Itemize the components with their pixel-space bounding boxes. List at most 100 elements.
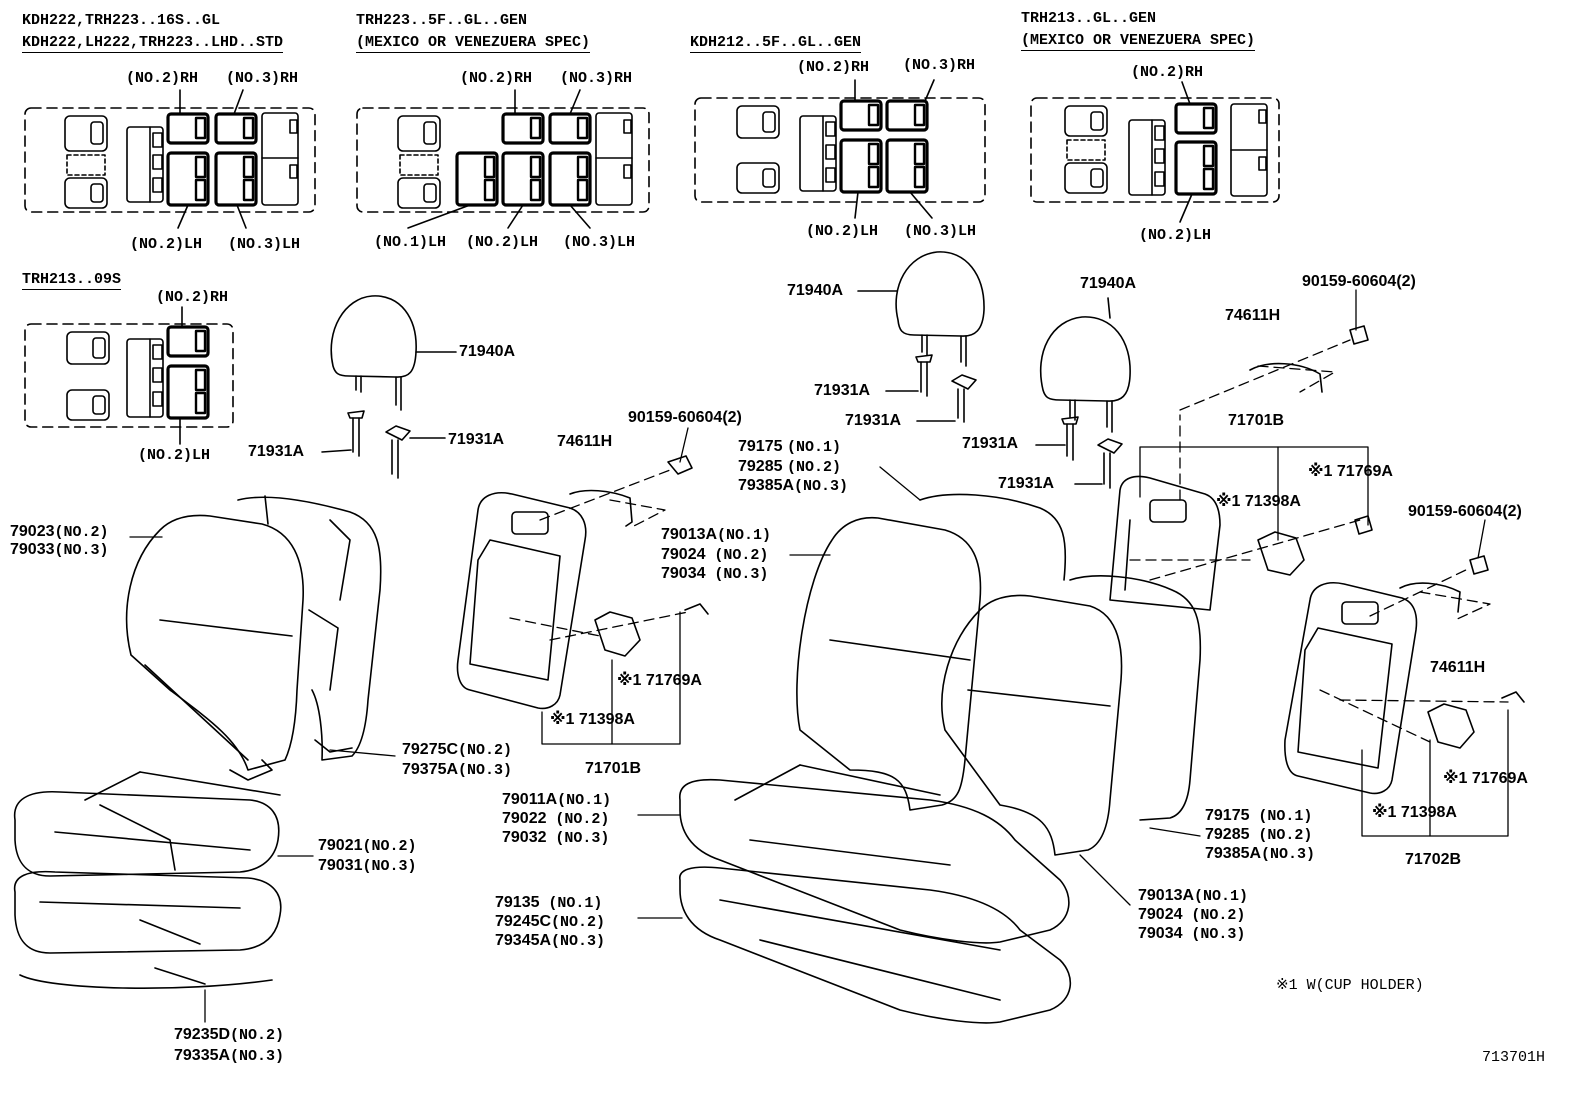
part-79385a-upper: 79385A(NO.3) — [738, 477, 848, 496]
left-seat-cushion — [15, 772, 281, 988]
header-trh223-5f: TRH223..5F..GL..GEN — [356, 12, 528, 29]
part-90159-60604-2: 90159-60604(2) — [1302, 273, 1416, 290]
part-79385a-lower-number: 79385A — [1205, 845, 1262, 862]
center-seatback — [797, 494, 1065, 810]
label-a-no3-lh: (NO.3)LH — [228, 236, 301, 253]
part-79175-upper-suffix: (NO.1) — [786, 439, 841, 456]
part-79034-upper-number: 79034 — [661, 565, 706, 582]
part-79375a: 79375A(NO.3) — [402, 761, 512, 780]
center-seat-cushion — [680, 765, 1071, 1023]
part-71940a-left: 71940A — [459, 343, 516, 360]
part-79175-lower: 79175 (NO.1) — [1205, 807, 1312, 826]
part-79345a-number: 79345A — [495, 932, 552, 949]
part-71701b-1: 71701B — [585, 760, 642, 777]
part-79135-suffix: (NO.1) — [548, 895, 603, 912]
part-79245c: 79245C(NO.2) — [495, 913, 605, 932]
seat-layout-b — [357, 90, 649, 228]
label-b-no2-rh: (NO.2)RH — [460, 70, 533, 87]
header-kdh212-5f: KDH212..5F..GL..GEN — [690, 34, 862, 53]
header-kdh222-lhd: KDH222,LH222,TRH223..LHD..STD — [22, 34, 284, 53]
clips-and-bolts — [668, 326, 1488, 574]
headrest-supports — [322, 355, 1122, 488]
headrest-center — [858, 252, 984, 366]
left-seatback — [127, 496, 381, 780]
part-90159-60604-1: 90159-60604(2) — [628, 409, 742, 426]
part-79135: 79135 (NO.1) — [495, 894, 602, 913]
part-79285-lower: 79285 (NO.2) — [1205, 826, 1312, 845]
part-79385a-upper-suffix: (NO.3) — [794, 478, 849, 495]
label-c-no2-lh: (NO.2)LH — [806, 223, 879, 240]
part-79021-suffix: (NO.2) — [362, 838, 417, 855]
part-79285-upper-number: 79285 — [738, 458, 783, 475]
part-79021: 79021(NO.2) — [318, 837, 417, 856]
part-79024-upper-suffix: (NO.2) — [714, 547, 769, 564]
part-79034-lower-number: 79034 — [1138, 925, 1183, 942]
part-71940a-right: 71940A — [1080, 275, 1137, 292]
seat-layout-e — [25, 307, 233, 444]
part-79235d: 79235D(NO.2) — [174, 1026, 284, 1045]
part-79024-upper-number: 79024 — [661, 546, 706, 563]
part-79235d-suffix: (NO.2) — [230, 1027, 285, 1044]
part-71769a-2: ※1 71769A — [1308, 463, 1393, 480]
center-front-seatback — [942, 576, 1200, 855]
part-79032-suffix: (NO.3) — [555, 830, 610, 847]
part-71940a-center: 71940A — [787, 282, 844, 299]
right-rear-panel — [1258, 532, 1524, 793]
part-79285-lower-suffix: (NO.2) — [1258, 827, 1313, 844]
part-79024-lower-suffix: (NO.2) — [1191, 907, 1246, 924]
part-79013a-lower: 79013A(NO.1) — [1138, 887, 1248, 906]
part-71931a-3: 71931A — [814, 382, 871, 399]
seat-layout-a — [25, 90, 315, 228]
part-71701b-2: 71701B — [1228, 412, 1285, 429]
part-79335a-suffix: (NO.3) — [230, 1048, 285, 1065]
part-79024-upper: 79024 (NO.2) — [661, 546, 768, 565]
part-79245c-suffix: (NO.2) — [551, 914, 606, 931]
part-79275c-number: 79275C — [402, 741, 459, 758]
label-d-no2-lh: (NO.2)LH — [1139, 227, 1212, 244]
label-b-no2-lh: (NO.2)LH — [466, 234, 539, 251]
part-79235d-number: 79235D — [174, 1026, 231, 1043]
part-79024-lower-number: 79024 — [1138, 906, 1183, 923]
part-79011a-suffix: (NO.1) — [557, 792, 612, 809]
part-79034-upper: 79034 (NO.3) — [661, 565, 768, 584]
part-71769a-3: ※1 71769A — [1443, 770, 1528, 787]
center-right-rear-panel — [458, 493, 709, 709]
header-trh213-gl: TRH213..GL..GEN — [1021, 10, 1157, 27]
diagram-id: 713701H — [1482, 1049, 1546, 1066]
header-trh223-spec: (MEXICO OR VENEZUERA SPEC) — [356, 34, 591, 53]
part-79175-lower-suffix: (NO.1) — [1258, 808, 1313, 825]
part-79335a-number: 79335A — [174, 1047, 231, 1064]
part-79013a-lower-number: 79013A — [1138, 887, 1195, 904]
label-a-no3-rh: (NO.3)RH — [226, 70, 299, 87]
part-79385a-upper-number: 79385A — [738, 477, 795, 494]
label-e-no2-rh: (NO.2)RH — [156, 289, 229, 306]
label-c-no3-rh: (NO.3)RH — [903, 57, 976, 74]
part-79375a-number: 79375A — [402, 761, 459, 778]
part-79022: 79022 (NO.2) — [502, 810, 609, 829]
part-71931a-1: 71931A — [248, 443, 305, 460]
header-trh213-09s: TRH213..09S — [22, 271, 122, 290]
part-79032: 79032 (NO.3) — [502, 829, 609, 848]
label-d-no2-rh: (NO.2)RH — [1131, 64, 1204, 81]
part-71398a-1: ※1 71398A — [550, 711, 635, 728]
part-79023: 79023(NO.2) — [10, 523, 109, 542]
part-79033-suffix: (NO.3) — [54, 542, 109, 559]
label-b-no3-lh: (NO.3)LH — [563, 234, 636, 251]
part-79033-number: 79033 — [10, 541, 55, 558]
part-79023-suffix: (NO.2) — [54, 524, 109, 541]
part-79175-lower-number: 79175 — [1205, 807, 1250, 824]
part-79022-suffix: (NO.2) — [555, 811, 610, 828]
part-79013a-lower-suffix: (NO.1) — [1194, 888, 1249, 905]
label-a-no2-lh: (NO.2)LH — [130, 236, 203, 253]
seat-layout-c — [695, 80, 985, 218]
part-79032-number: 79032 — [502, 829, 547, 846]
part-79175-upper: 79175 (NO.1) — [738, 438, 841, 457]
center-seatback-rear — [1110, 477, 1220, 611]
part-79034-lower: 79034 (NO.3) — [1138, 925, 1245, 944]
part-79345a: 79345A(NO.3) — [495, 932, 605, 951]
part-90159-60604-3: 90159-60604(2) — [1408, 503, 1522, 520]
seat-layout-d — [1031, 82, 1279, 222]
part-79022-number: 79022 — [502, 810, 547, 827]
